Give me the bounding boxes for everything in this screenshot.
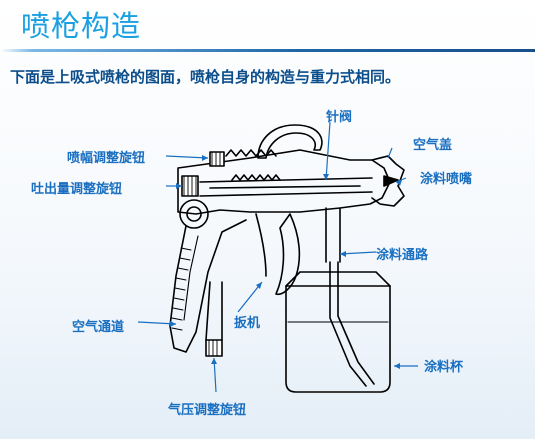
- title-divider: [0, 49, 535, 52]
- fluid-inlet: [325, 207, 341, 263]
- label-nozzle: 涂料喷嘴: [420, 172, 473, 187]
- air-pressure-knob-shape: [205, 339, 223, 357]
- gun-body: [177, 149, 391, 215]
- paint-cup-shape: [285, 285, 391, 393]
- intro-text: 下面是上吸式喷枪的图面，喷枪自身的构造与重力式相同。: [10, 68, 401, 86]
- label-trigger: 扳机: [234, 316, 261, 331]
- label-fluid-path: 涂料通路: [376, 248, 429, 263]
- label-paint-cup: 涂料杯: [424, 360, 464, 375]
- air-cap-shape: [371, 155, 405, 207]
- label-air-passage: 空气通道: [72, 320, 125, 335]
- suction-tube: [329, 261, 375, 387]
- label-fan-knob: 喷幅调整旋钮: [67, 151, 146, 166]
- barrel-lines: [199, 177, 373, 197]
- air-valve-housing: [179, 199, 209, 229]
- fluid-spring: [231, 174, 281, 181]
- slide-title: 喷枪构造: [21, 9, 142, 43]
- label-air-pressure-knob: 气压调整旋钮: [168, 403, 247, 418]
- trigger-shape: [275, 213, 301, 296]
- label-fluid-knob: 吐出量调整旋钮: [31, 182, 123, 197]
- handle-grip-ribs: [171, 247, 192, 331]
- hanger-hook: [257, 124, 323, 159]
- cup-lid: [285, 271, 391, 287]
- nozzle-shape: [383, 175, 399, 187]
- fan-knob-shape: [209, 151, 225, 167]
- fan-spring: [225, 149, 277, 157]
- label-needle-valve: 针阀: [326, 110, 353, 125]
- gun-handle: [169, 219, 247, 353]
- label-air-cap: 空气盖: [413, 138, 453, 153]
